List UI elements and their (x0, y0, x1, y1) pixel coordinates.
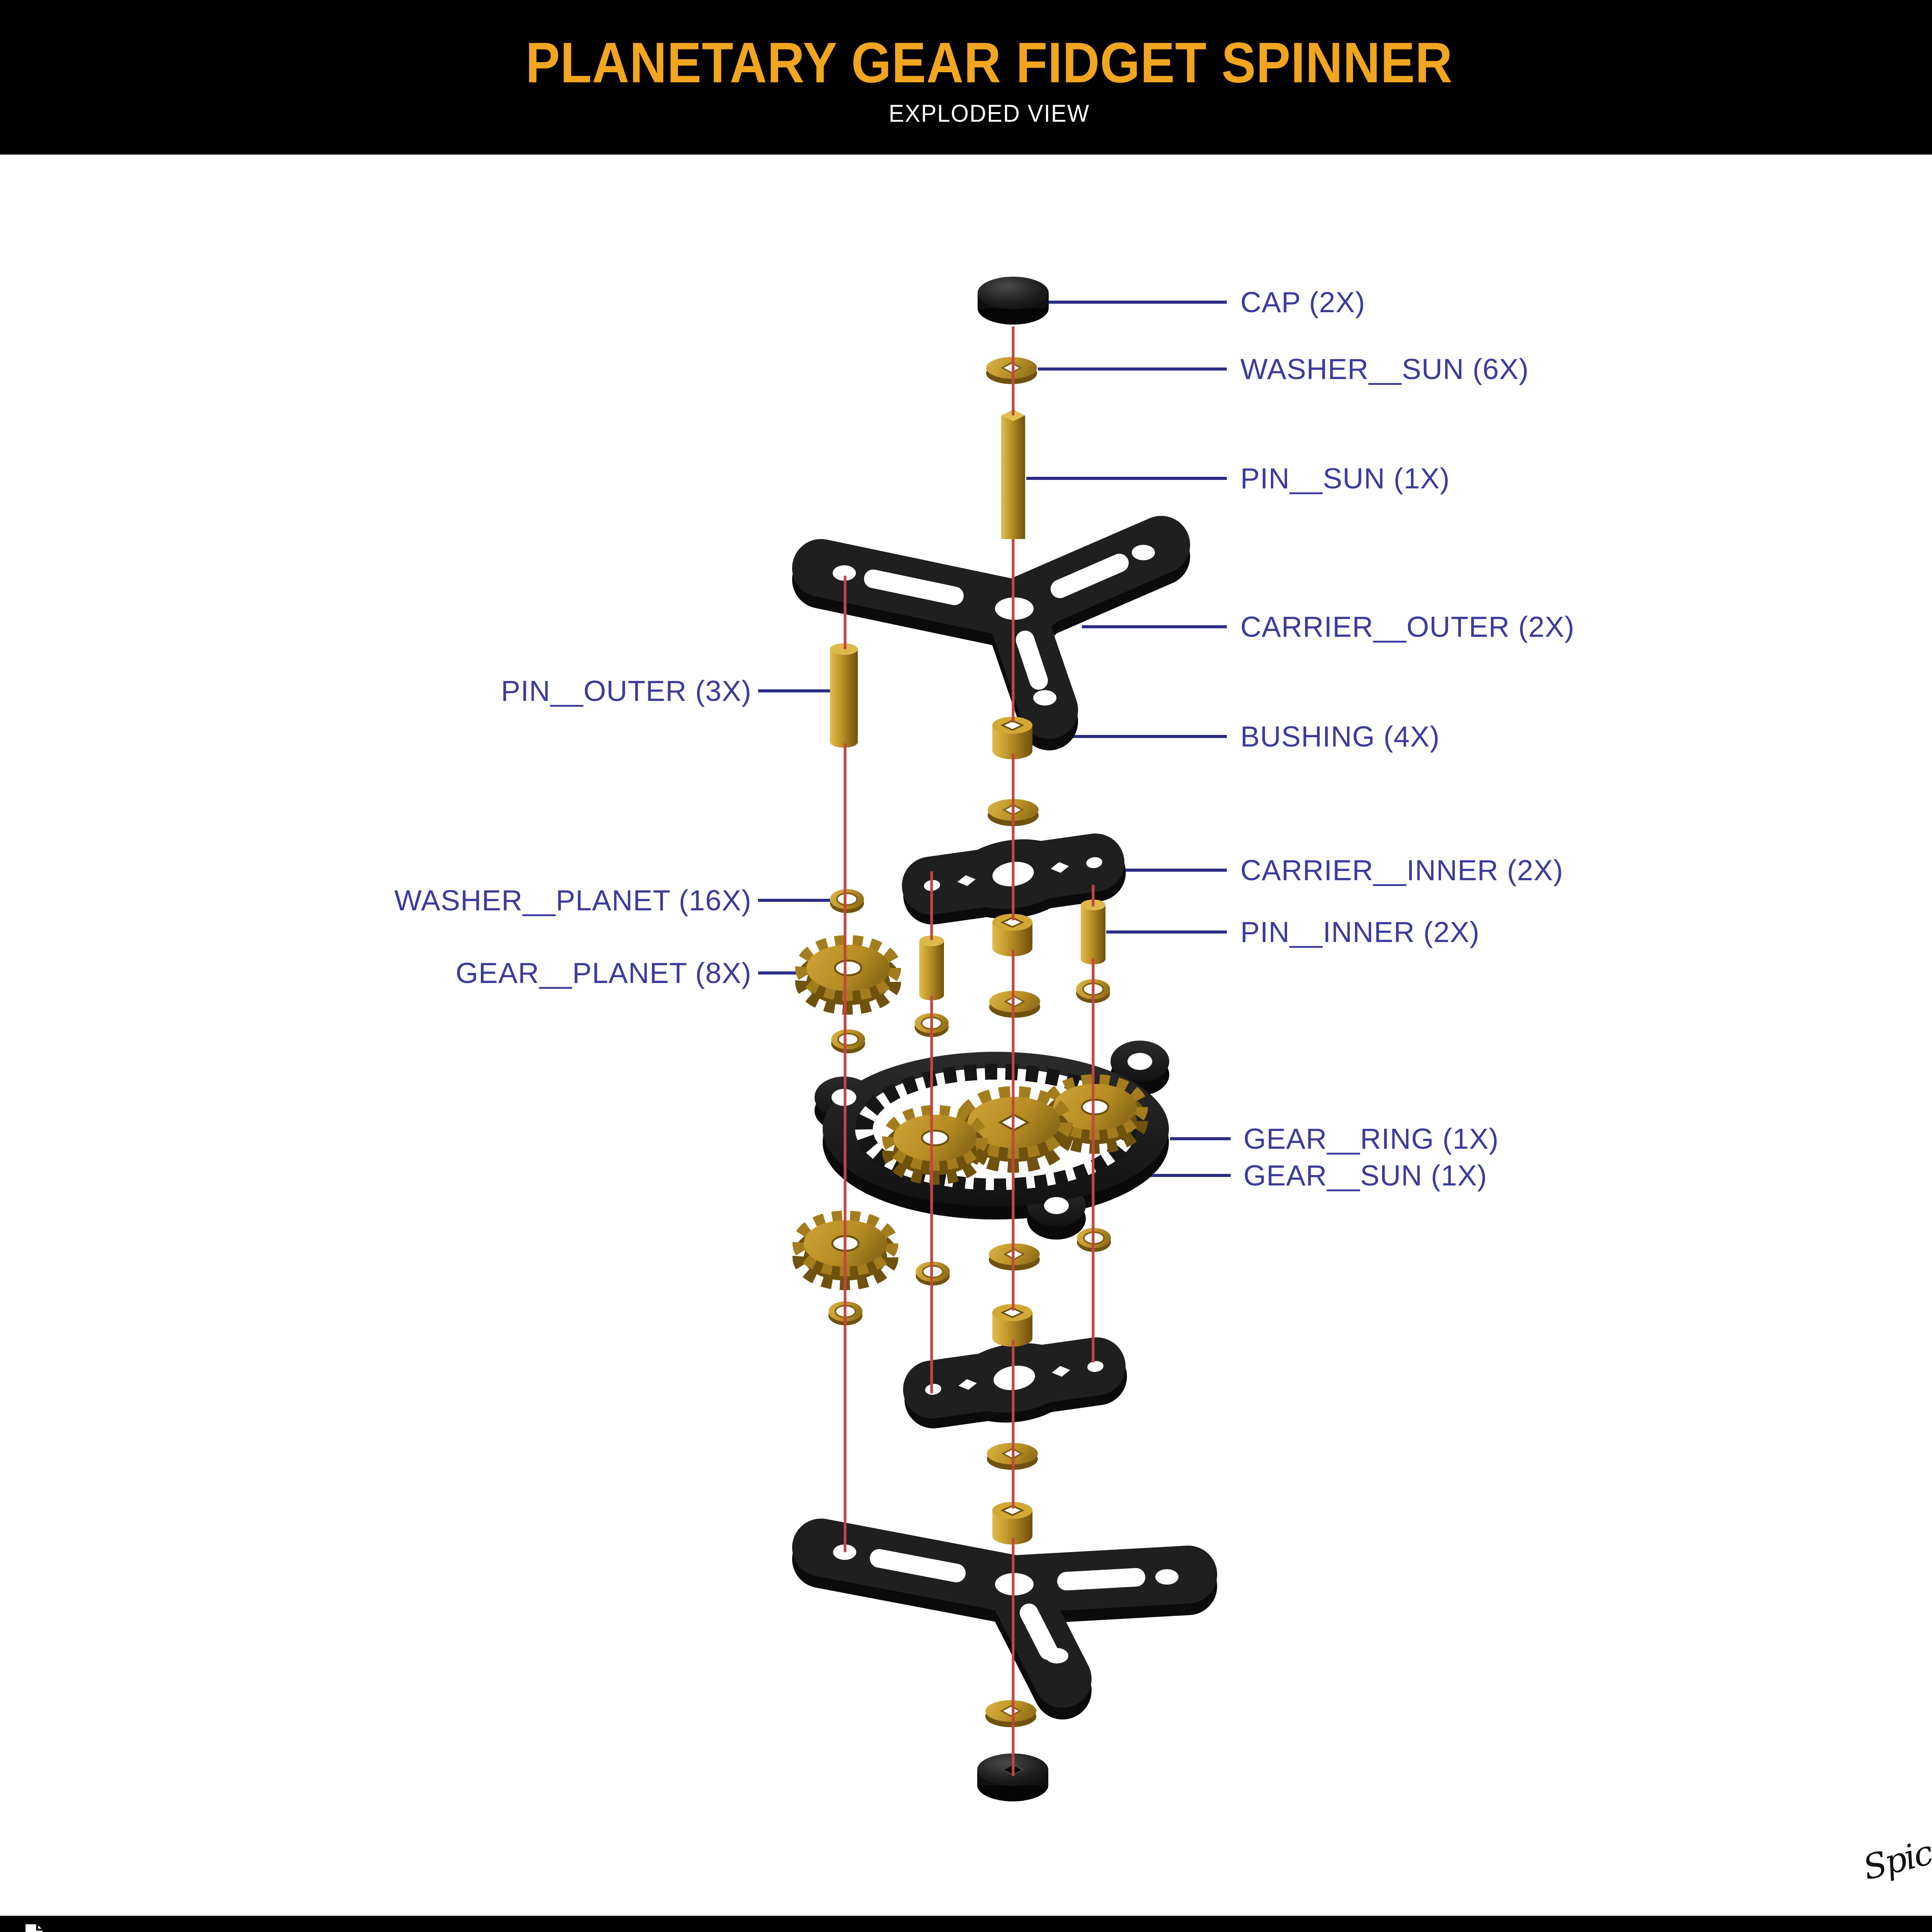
header-bar: PLANETARY GEAR FIDGET SPINNER EXPLODED V… (0, 0, 1932, 155)
page-title: PLANETARY GEAR FIDGET SPINNER (526, 31, 1453, 95)
label-pin-sun: PIN__SUN (1X) (1240, 462, 1450, 495)
washer-sun-part-6 (985, 1699, 1037, 1728)
washer-sun-part-1 (985, 356, 1038, 385)
label-washer-sun: WASHER__SUN (6X) (1240, 353, 1529, 385)
footer-bar: 3D PRINTABLE (0, 1916, 1932, 1932)
label-bushing: BUSHING (4X) (1240, 720, 1440, 753)
washer-planet-part-2 (830, 1029, 866, 1054)
pin-inner-part-1 (1081, 900, 1105, 964)
label-carrier-inner: CARRIER__INNER (2X) (1240, 854, 1563, 886)
page-subtitle: EXPLODED VIEW (888, 100, 1090, 127)
label-cap: CAP (2X) (1240, 286, 1365, 318)
carrier-inner-part-bottom (903, 1337, 1127, 1429)
label-gear-ring: GEAR__RING (1X) (1243, 1122, 1499, 1155)
carrier-outer-part-bottom (792, 1519, 1217, 1719)
pin-sun-part (1001, 410, 1025, 539)
bushing-part-1 (992, 716, 1033, 760)
label-gear-planet: GEAR__PLANET (8X) (456, 957, 752, 989)
label-washer-planet: WASHER__PLANET (16X) (395, 884, 752, 917)
cap-part-top (978, 277, 1049, 325)
label-pin-inner: PIN__INNER (2X) (1240, 916, 1480, 948)
label-pin-outer: PIN__OUTER (3X) (501, 675, 752, 707)
pin-outer-part (830, 643, 858, 748)
washer-planet-part-1 (829, 888, 865, 914)
washer-sun-part-3 (988, 990, 1041, 1019)
label-gear-sun: GEAR__SUN (1X) (1243, 1159, 1487, 1192)
axis-lines (844, 327, 1095, 1776)
carrier-outer-part-top (792, 516, 1190, 750)
label-carrier-outer: CARRIER__OUTER (2X) (1240, 611, 1575, 643)
callout-labels: CAP (2X) WASHER__SUN (6X) PIN__SUN (1X) … (395, 286, 1575, 1192)
gear-planet-part-exploded-top (803, 942, 894, 1007)
pin-inner-part-2 (919, 935, 944, 1000)
printer-icon (26, 1924, 43, 1932)
